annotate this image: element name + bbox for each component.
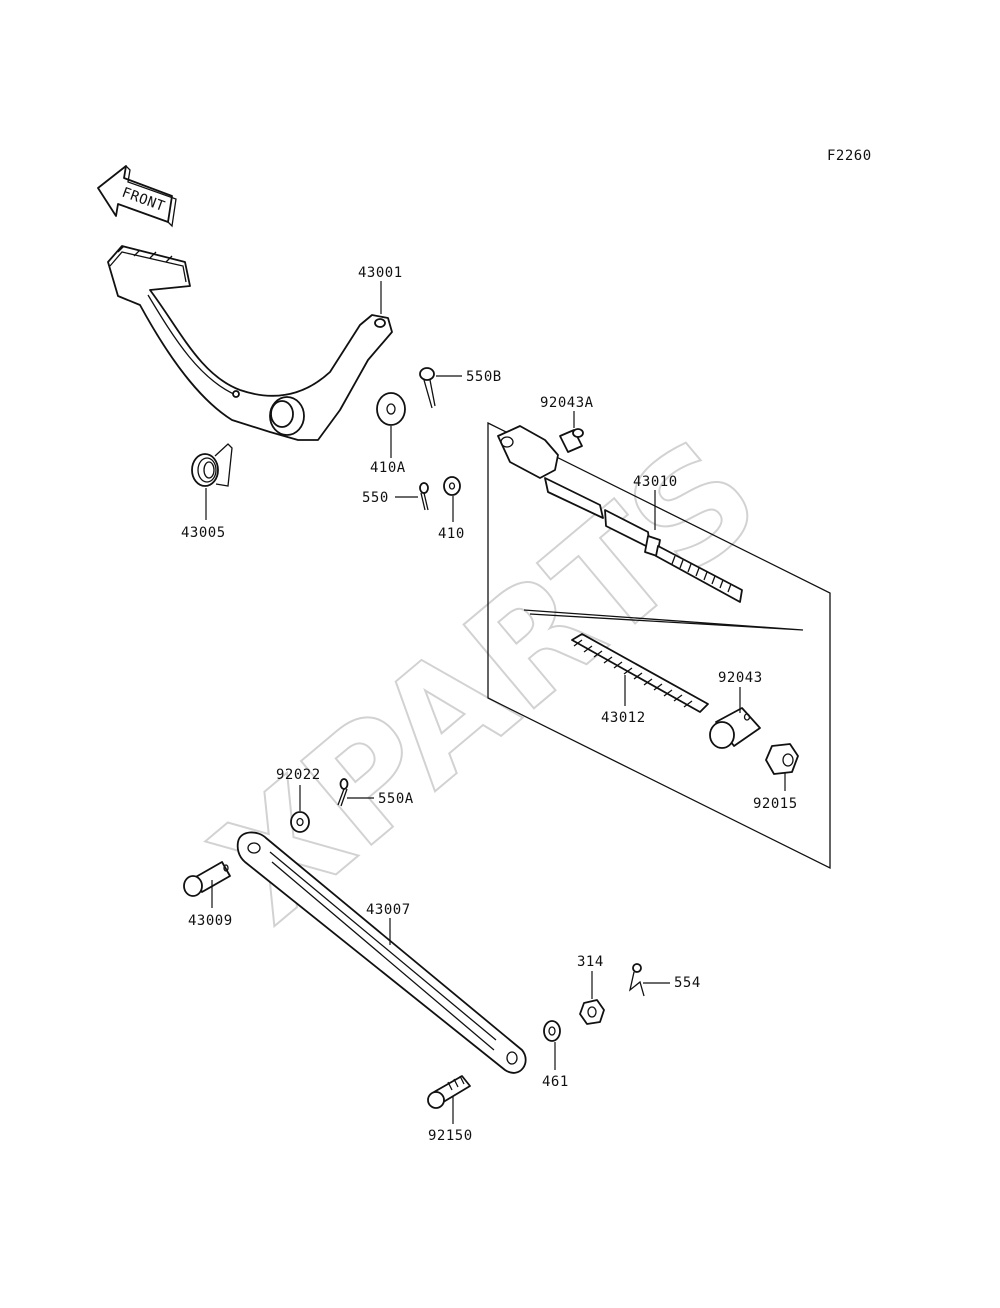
return-spring-part (191, 443, 233, 487)
label-92022: 92022 (276, 767, 321, 783)
label-314: 314 (577, 954, 604, 970)
cotter-pin-550a-part (337, 778, 349, 807)
washer-410a-part (376, 392, 406, 426)
label-554: 554 (674, 975, 701, 991)
label-550b: 550B (466, 369, 502, 385)
label-410: 410 (438, 526, 465, 542)
label-461: 461 (542, 1074, 569, 1090)
leader-lines (205, 281, 786, 1124)
brake-pedal-part (107, 245, 393, 441)
diagram-code: F2260 (827, 148, 872, 164)
nut-314-part (579, 999, 605, 1025)
label-92015: 92015 (753, 796, 798, 812)
brake-rod-assembly-panel (487, 421, 831, 870)
cotter-pin-550b-part (419, 367, 436, 409)
brake-rod-43010-part (497, 425, 743, 603)
pin-92043a-part (559, 428, 584, 453)
label-43007: 43007 (366, 902, 411, 918)
washer-410-part (443, 476, 461, 496)
collar-92043-part (709, 707, 761, 749)
spring-43012-part (571, 633, 709, 713)
brake-link-rod-43007-part (236, 831, 527, 1074)
washer-92022-part (290, 811, 310, 833)
nut-92015-part (765, 743, 799, 775)
label-410a: 410A (370, 460, 406, 476)
front-arrow-icon: FRONT (97, 165, 177, 228)
washer-461-part (543, 1020, 561, 1042)
label-550a: 550A (378, 791, 414, 807)
label-550: 550 (362, 490, 389, 506)
label-43005: 43005 (181, 525, 226, 541)
label-43001: 43001 (358, 265, 403, 281)
label-92150: 92150 (428, 1128, 473, 1144)
label-43012: 43012 (601, 710, 646, 726)
pin-43009-part (183, 861, 231, 897)
label-43009: 43009 (188, 913, 233, 929)
bolt-92150-part (427, 1075, 471, 1109)
label-92043: 92043 (718, 670, 763, 686)
label-43010: 43010 (633, 474, 678, 490)
assembly-callout-triangle (523, 609, 804, 631)
cotter-pin-550-part (419, 482, 429, 511)
label-92043a: 92043A (540, 395, 594, 411)
clip-pin-554-part (628, 963, 645, 997)
